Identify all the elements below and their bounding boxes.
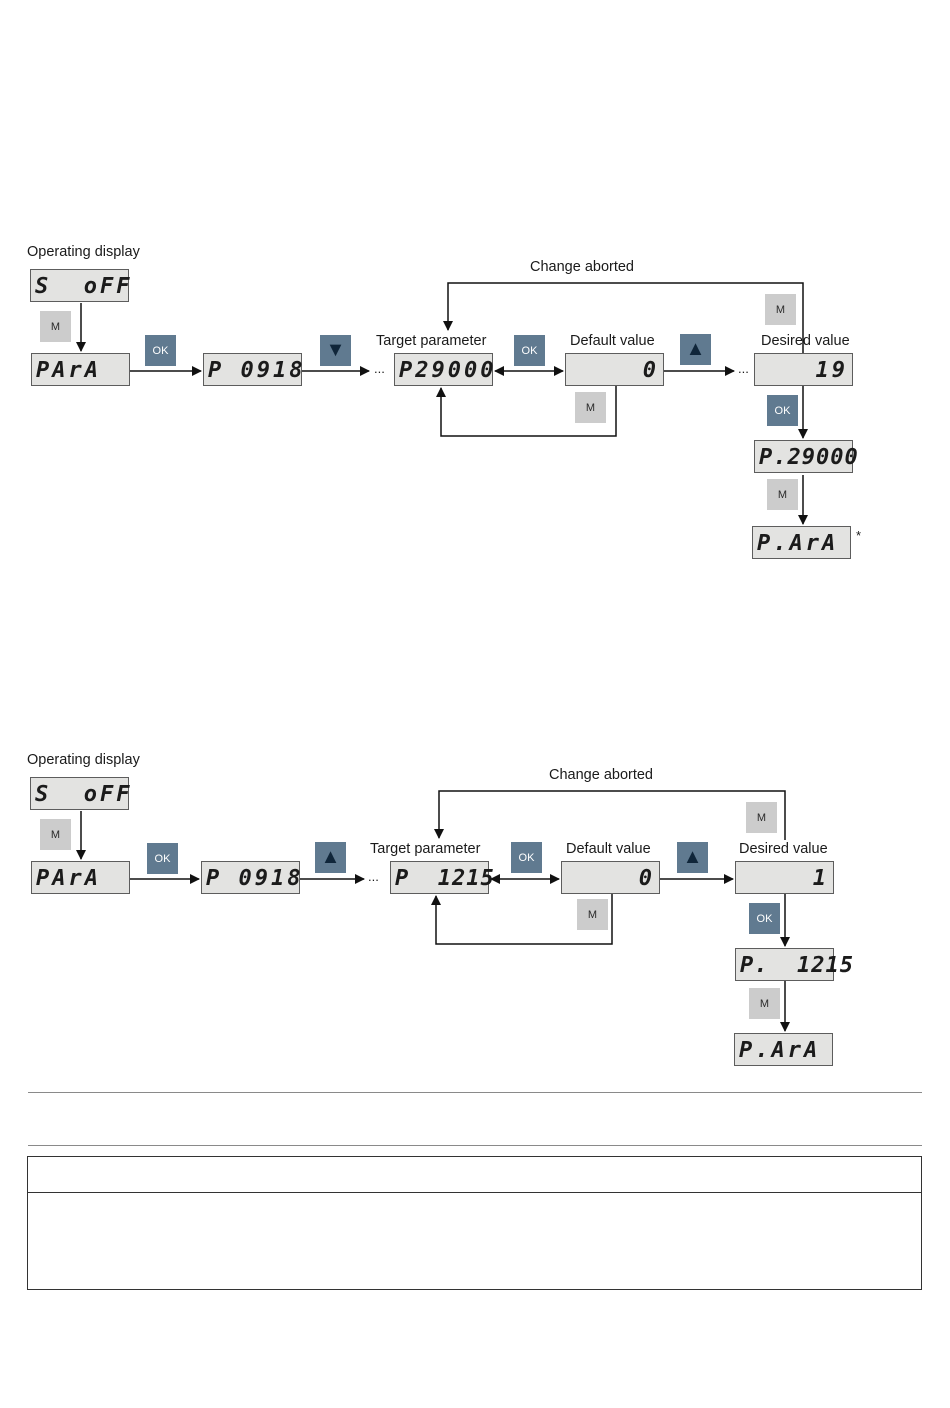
display-text: P.29000 <box>759 444 859 470</box>
m-key[interactable]: M <box>765 294 796 325</box>
display-p0918: P 0918 <box>201 861 300 894</box>
operating-display-label: Operating display <box>27 244 140 260</box>
display-s-off: S oFF <box>30 777 129 810</box>
parameter-change-diagram-2: Operating display Change aborted Target … <box>0 748 950 1078</box>
display-text: P. 1215 <box>740 952 854 978</box>
display-desired-value: 19 <box>754 353 853 386</box>
m-key[interactable]: M <box>767 479 798 510</box>
display-text: P.ArA <box>757 530 839 556</box>
display-text: P.ArA <box>739 1037 821 1063</box>
note-box <box>27 1156 922 1290</box>
display-para-final: P.ArA <box>752 526 851 559</box>
display-text: P 1215 <box>395 865 495 891</box>
display-text: S oFF <box>35 273 133 299</box>
change-aborted-label: Change aborted <box>530 259 634 275</box>
display-p0918: P 0918 <box>203 353 302 386</box>
up-arrow-key[interactable]: ▲ <box>680 334 711 365</box>
display-default-value: 0 <box>565 353 664 386</box>
m-key[interactable]: M <box>40 311 71 342</box>
ok-key[interactable]: OK <box>145 335 176 366</box>
display-text: PArA <box>36 865 101 891</box>
flow-arrows <box>76 282 808 525</box>
display-text: 0 <box>642 357 659 383</box>
display-text: 0 <box>638 865 655 891</box>
ellipsis: ... <box>368 869 379 884</box>
display-text: P 0918 <box>206 865 304 891</box>
change-aborted-label: Change aborted <box>549 767 653 783</box>
display-para: PArA <box>31 861 130 894</box>
display-saved-parameter: P. 1215 <box>735 948 854 981</box>
display-s-off: S oFF <box>30 269 129 302</box>
display-para: PArA <box>31 353 130 386</box>
divider-line <box>28 1145 922 1146</box>
m-key[interactable]: M <box>40 819 71 850</box>
parameter-change-diagram-1: Operating display Change aborted Target … <box>0 240 950 570</box>
ok-key[interactable]: OK <box>767 395 798 426</box>
display-text: 1 <box>812 865 829 891</box>
display-saved-parameter: P.29000 <box>754 440 859 473</box>
default-value-label: Default value <box>566 841 651 857</box>
up-arrow-key[interactable]: ▲ <box>315 842 346 873</box>
target-parameter-label: Target parameter <box>370 841 481 857</box>
display-text: P 0918 <box>208 357 306 383</box>
ok-key[interactable]: OK <box>147 843 178 874</box>
flow-arrows <box>76 790 790 1032</box>
default-value-label: Default value <box>570 333 655 349</box>
note-box-header <box>28 1157 921 1193</box>
ok-key[interactable]: OK <box>511 842 542 873</box>
m-key[interactable]: M <box>746 802 777 833</box>
target-parameter-label: Target parameter <box>376 333 487 349</box>
m-key[interactable]: M <box>749 988 780 1019</box>
display-default-value: 0 <box>561 861 660 894</box>
display-para-final: P.ArA <box>734 1033 833 1066</box>
operating-display-label: Operating display <box>27 752 140 768</box>
display-text: S oFF <box>35 781 133 807</box>
desired-value-label: Desired value <box>761 333 850 349</box>
display-target-parameter: P29000 <box>394 353 493 386</box>
desired-value-label: Desired value <box>739 841 828 857</box>
display-text: 19 <box>815 357 848 383</box>
display-desired-value: 1 <box>735 861 834 894</box>
ellipsis: ... <box>374 361 385 376</box>
footnote-marker: * <box>856 528 862 543</box>
m-key[interactable]: M <box>575 392 606 423</box>
up-arrow-key[interactable]: ▲ <box>677 842 708 873</box>
ok-key[interactable]: OK <box>514 335 545 366</box>
display-text: PArA <box>36 357 101 383</box>
m-key[interactable]: M <box>577 899 608 930</box>
down-arrow-key[interactable]: ▼ <box>320 335 351 366</box>
display-text: P29000 <box>399 357 497 383</box>
display-target-parameter: P 1215 <box>390 861 495 894</box>
divider-line <box>28 1092 922 1093</box>
ok-key[interactable]: OK <box>749 903 780 934</box>
ellipsis: ... <box>738 361 749 376</box>
